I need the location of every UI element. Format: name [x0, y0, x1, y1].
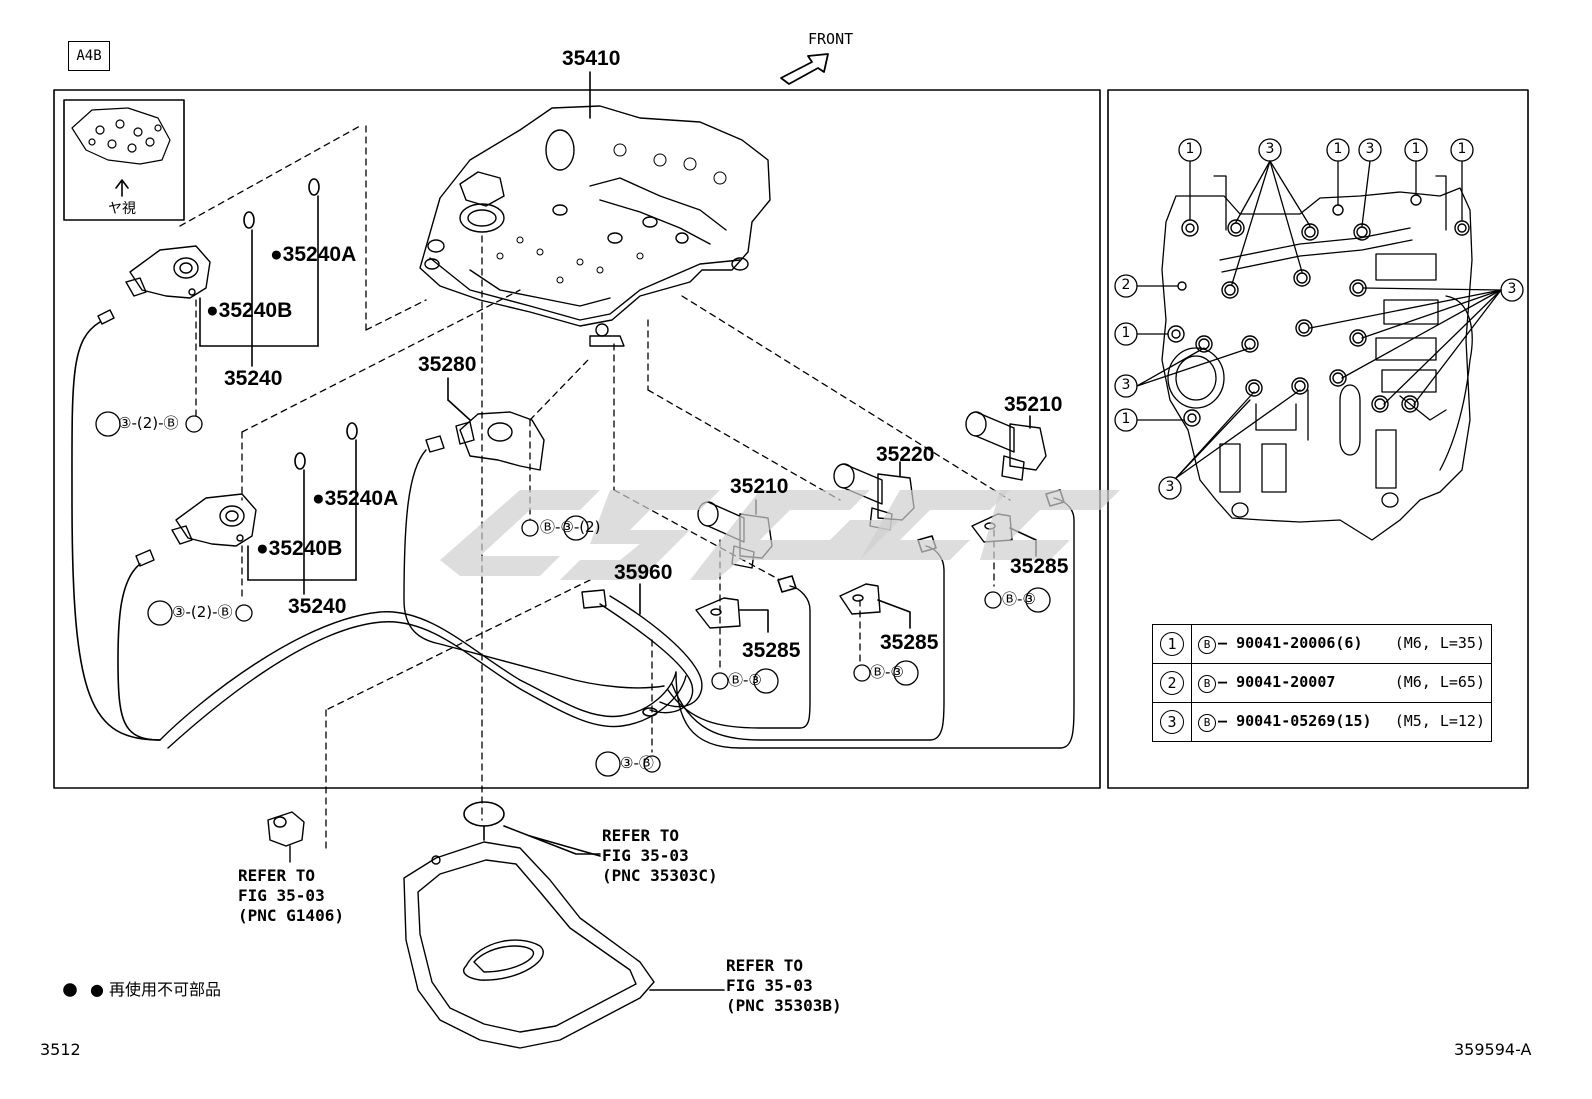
- spec-part-number: 90041-05269(15): [1236, 712, 1372, 730]
- spec-size: (M5, L=12): [1394, 712, 1485, 730]
- bolt-ref-4: Ⓑ-③: [728, 671, 762, 689]
- part-35285-right: 35285: [1010, 555, 1069, 578]
- solenoid-35280-icon: [455, 411, 545, 471]
- bolt-callout-8: 1: [1121, 325, 1131, 341]
- part-35280: 35280: [418, 353, 477, 376]
- bolt-callout-5: 1: [1411, 141, 1421, 157]
- box-code: A4B: [68, 41, 110, 71]
- bolt-callout-11: 3: [1165, 479, 1175, 495]
- bolt-mark-icon: B: [1198, 714, 1216, 732]
- spec-index: 1: [1160, 632, 1184, 656]
- spec-part-number: 90041-20007: [1236, 673, 1336, 691]
- watermark-logo-icon: [440, 490, 1120, 580]
- part-35210-center: 35210: [730, 475, 789, 498]
- bolt-callout-2: 3: [1265, 141, 1275, 157]
- legend-note: ● 再使用不可部品: [90, 980, 222, 999]
- bolt-callout-3: 1: [1333, 141, 1343, 157]
- bolt-callout-7: 2: [1121, 277, 1131, 293]
- bolt-callout-12: 3: [1507, 281, 1517, 297]
- spec-detail: B— 90041-05269(15)(M5, L=12): [1191, 702, 1492, 742]
- main-frame: [53, 89, 1101, 789]
- solenoid-35240-lower-icon: [171, 493, 257, 547]
- part-35240-lower: 35240: [288, 595, 347, 618]
- inset-body-icon: [71, 107, 171, 165]
- refer-note-35303c: REFER TO FIG 35-03 (PNC 35303C): [602, 826, 718, 885]
- part-35285-mid: 35285: [880, 631, 939, 654]
- bolt-ref-1: ③-(2)-Ⓑ: [118, 414, 179, 432]
- part-35240b-upper: ●35240B: [206, 299, 293, 322]
- bolt-callout-4: 3: [1365, 141, 1375, 157]
- bolt-layout-plate-icon: [1161, 175, 1473, 541]
- bolt-ref-7: ③-Ⓑ: [620, 754, 654, 772]
- gasket-icon: [463, 801, 505, 827]
- part-35240b-lower: ●35240B: [256, 537, 343, 560]
- bolt-callouts: [1114, 138, 1524, 500]
- spec-index: 2: [1160, 671, 1184, 695]
- part-35960: 35960: [614, 561, 673, 584]
- drawing-id: 359594-A: [1454, 1040, 1532, 1059]
- bolt-mark-icon: B: [1198, 636, 1216, 654]
- spec-detail: B— 90041-20007(M6, L=65): [1191, 663, 1492, 703]
- page-number: 3512: [40, 1040, 81, 1059]
- part-35210-right: 35210: [1004, 393, 1063, 416]
- o-ring-upper-b: [243, 211, 255, 229]
- bolt-callout-1: 1: [1185, 141, 1195, 157]
- view-note: ヤ視: [108, 201, 136, 217]
- bolt-callout-6: 1: [1457, 141, 1467, 157]
- bolt-frame: [1107, 89, 1529, 789]
- view-arrow-icon: [115, 179, 129, 197]
- o-ring-lower-a: [346, 422, 358, 440]
- solenoid-35210-right-icon: [965, 411, 1047, 481]
- bolt-ref-2: ③-(2)-Ⓑ: [172, 603, 233, 621]
- bolt-callout-10: 1: [1121, 411, 1131, 427]
- part-35240-upper: 35240: [224, 367, 283, 390]
- front-label: FRONT: [808, 30, 854, 48]
- spec-size: (M6, L=65): [1394, 673, 1485, 691]
- view-inset: [63, 99, 185, 221]
- o-ring-lower-b: [294, 452, 306, 470]
- spec-part-number: 90041-20006(6): [1236, 634, 1363, 652]
- bolt-holes: [1167, 194, 1470, 427]
- bolt-ref-circles: [95, 411, 1051, 777]
- part-35220: 35220: [876, 443, 935, 466]
- bolt-ref-5: Ⓑ-③: [870, 663, 904, 681]
- oil-pan-35303b-icon: [403, 841, 655, 1049]
- front-arrow-icon: [780, 53, 829, 85]
- refer-note-35303b: REFER TO FIG 35-03 (PNC 35303B): [726, 956, 842, 1015]
- refer-note-g1406: REFER TO FIG 35-03 (PNC G1406): [238, 866, 344, 925]
- part-35240a-lower: ●35240A: [312, 487, 399, 510]
- part-35240a-upper: ●35240A: [270, 243, 357, 266]
- solenoid-35240-upper-icon: [125, 245, 211, 299]
- spec-index: 3: [1160, 710, 1184, 734]
- bolt-callout-9: 3: [1121, 377, 1131, 393]
- part-35285-center: 35285: [742, 639, 801, 662]
- o-ring-upper-a: [308, 178, 320, 196]
- sensor-g1406-icon: [267, 811, 305, 863]
- valve-body-35410-icon: [419, 105, 771, 347]
- part-35410: 35410: [562, 47, 621, 70]
- spec-size: (M6, L=35): [1394, 634, 1485, 652]
- bolt-ref-6: Ⓑ-③: [1002, 590, 1036, 608]
- bolt-mark-icon: B: [1198, 675, 1216, 693]
- bolt-ref-3: Ⓑ-③-(2): [540, 518, 601, 536]
- spec-detail: B— 90041-20006(6)(M6, L=35): [1191, 624, 1492, 664]
